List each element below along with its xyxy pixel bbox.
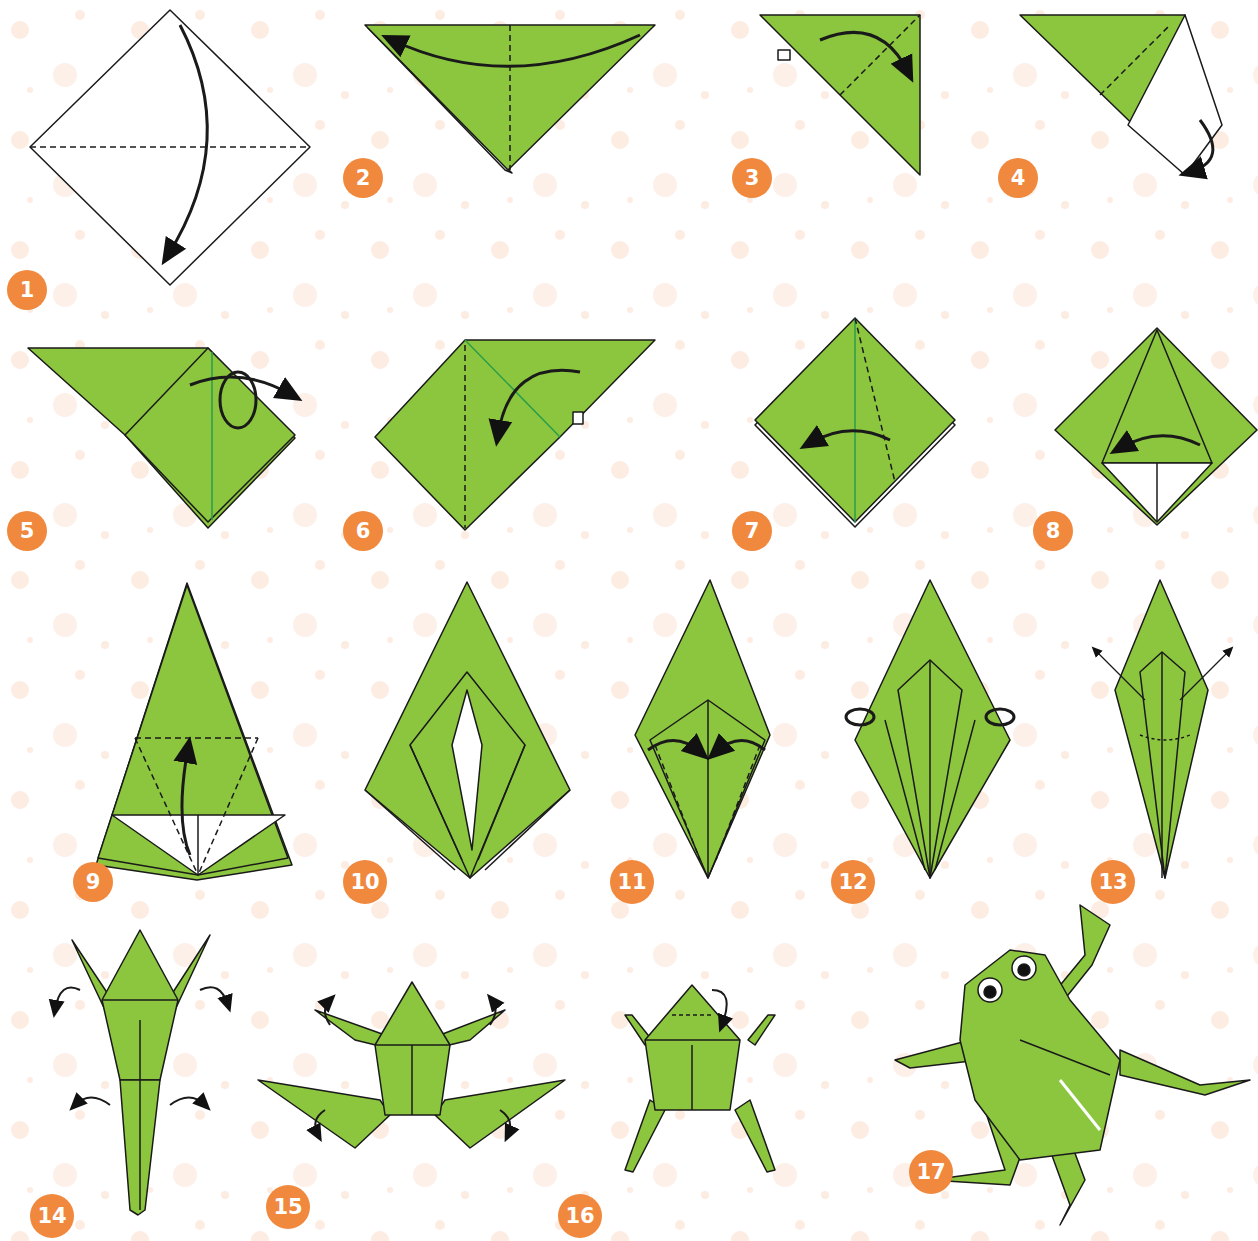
step-number: 10	[343, 860, 387, 904]
callout-number: 14	[37, 1206, 66, 1227]
callout-number: 9	[86, 872, 101, 893]
callout-number: 7	[745, 521, 760, 542]
step-number: 2	[343, 158, 383, 198]
callout-number: 1	[20, 280, 35, 301]
step-number: 4	[998, 158, 1038, 198]
callout-number: 12	[838, 872, 867, 893]
step-number: 13	[1091, 860, 1135, 904]
callout-number: 8	[1046, 521, 1061, 542]
step-number: 6	[343, 511, 383, 551]
step-number: 1	[7, 270, 47, 310]
callout-number: 17	[916, 1162, 945, 1183]
step-number: 14	[30, 1194, 74, 1238]
step-number: 7	[732, 511, 772, 551]
step-number: 9	[73, 862, 113, 902]
callout-number: 15	[273, 1197, 302, 1218]
step-number: 12	[831, 860, 875, 904]
step-number: 8	[1033, 511, 1073, 551]
step-number: 17	[909, 1150, 953, 1194]
step-number: 3	[732, 158, 772, 198]
step-number: 5	[7, 511, 47, 551]
callout-number: 16	[565, 1206, 594, 1227]
callout-number: 6	[356, 521, 371, 542]
step-number: 11	[610, 860, 654, 904]
callout-number: 13	[1098, 872, 1127, 893]
step-number: 15	[266, 1185, 310, 1229]
callout-number: 5	[20, 521, 35, 542]
callout-number: 4	[1011, 168, 1026, 189]
callout-number: 3	[745, 168, 760, 189]
callout-number: 10	[350, 872, 379, 893]
step-number: 16	[558, 1194, 602, 1238]
callout-number: 2	[356, 168, 371, 189]
callout-number: 11	[617, 872, 646, 893]
